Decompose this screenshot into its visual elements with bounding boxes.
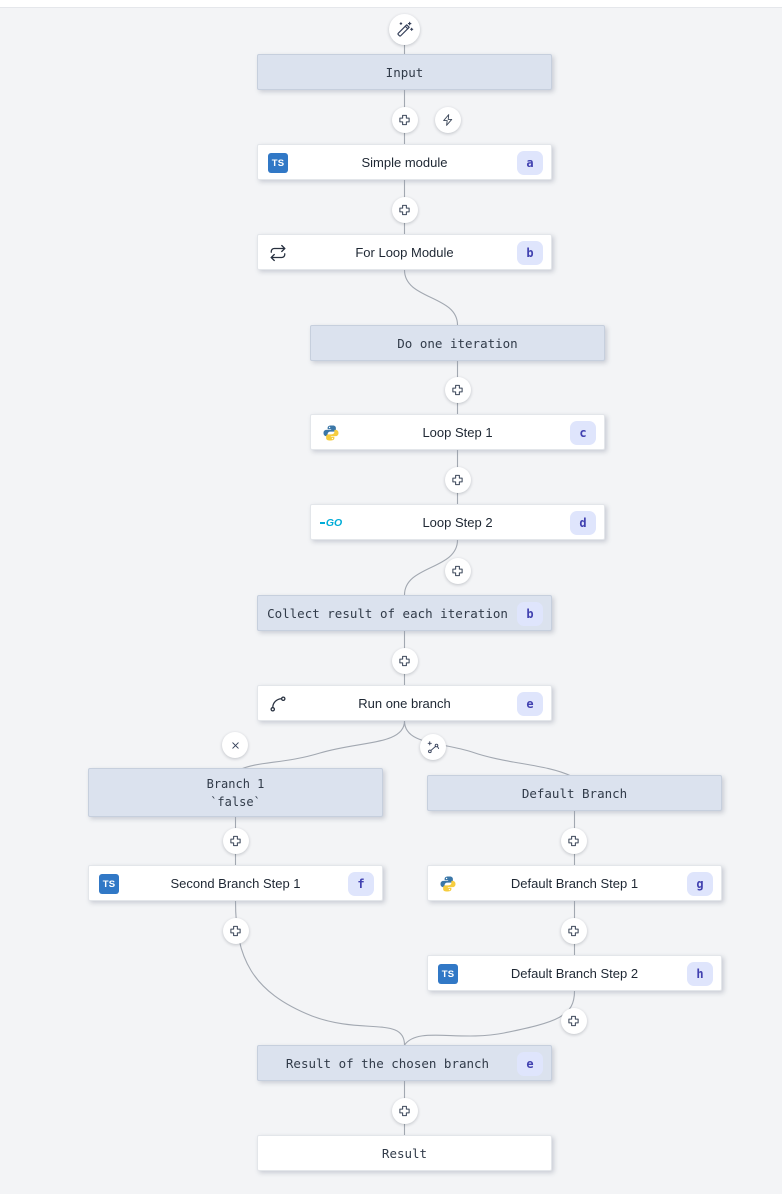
plus-icon <box>566 834 581 849</box>
add-step-button[interactable] <box>222 918 249 944</box>
connector-path <box>238 720 406 771</box>
connector-path <box>234 900 406 1046</box>
node-id-badge: a <box>517 151 543 175</box>
node-input[interactable]: Input <box>257 54 552 90</box>
close-icon <box>229 739 242 752</box>
plus-icon <box>450 564 465 579</box>
node-label: Loop Step 2 <box>422 514 493 530</box>
add-branch-button[interactable] <box>420 734 446 760</box>
node-id-badge: b <box>517 241 543 265</box>
typescript-icon: TS <box>99 874 119 894</box>
node-loop-step-1[interactable]: Loop Step 1 c <box>310 414 605 450</box>
node-result-of-chosen-branch[interactable]: Result of the chosen branch e <box>257 1045 552 1081</box>
zap-icon <box>441 113 455 127</box>
typescript-icon: TS <box>438 964 458 984</box>
go-label: GO <box>325 517 343 529</box>
add-step-button[interactable] <box>560 918 587 944</box>
branch-condition: `false` <box>210 794 261 809</box>
node-label: For Loop Module <box>355 244 454 260</box>
node-label: Simple module <box>361 154 448 170</box>
wand-sparkles-icon <box>395 20 414 39</box>
node-id-badge: f <box>348 872 374 896</box>
add-step-button[interactable] <box>444 558 471 584</box>
plus-icon <box>397 113 412 128</box>
add-step-button[interactable] <box>560 828 587 854</box>
plus-icon <box>228 924 243 939</box>
node-branch-1[interactable]: Branch 1 `false` <box>88 768 383 817</box>
connector-path <box>403 269 459 326</box>
add-step-button[interactable] <box>222 828 249 854</box>
node-id-badge: d <box>570 511 596 535</box>
remove-branch-button[interactable] <box>222 732 248 758</box>
node-label: Result of the chosen branch <box>285 1055 490 1071</box>
node-run-one-branch[interactable]: Run one branch e <box>257 685 552 721</box>
add-step-button[interactable] <box>391 648 418 674</box>
node-do-one-iteration[interactable]: Do one iteration <box>310 325 605 361</box>
node-simple-module[interactable]: TS Simple module a <box>257 144 552 180</box>
node-label: Default Branch Step 2 <box>510 965 639 981</box>
node-id-badge: h <box>687 962 713 986</box>
connector-path <box>404 990 576 1046</box>
node-default-branch-step-1[interactable]: Default Branch Step 1 g <box>427 865 722 901</box>
plus-icon <box>397 654 412 669</box>
trigger-button[interactable] <box>435 107 461 133</box>
node-label: Input <box>385 64 424 80</box>
python-icon <box>321 423 341 443</box>
plus-icon <box>228 834 243 849</box>
add-branch-icon <box>426 740 441 755</box>
plus-icon <box>397 1104 412 1119</box>
node-result[interactable]: Result <box>257 1135 552 1171</box>
node-second-branch-step-1[interactable]: TS Second Branch Step 1 f <box>88 865 383 901</box>
add-step-button[interactable] <box>444 377 471 403</box>
go-dash <box>319 522 325 524</box>
add-step-button[interactable] <box>444 467 471 493</box>
node-for-loop-module[interactable]: For Loop Module b <box>257 234 552 270</box>
node-loop-step-2[interactable]: GO Loop Step 2 d <box>310 504 605 540</box>
node-id-badge: e <box>517 692 543 716</box>
node-label: Loop Step 1 <box>422 424 493 440</box>
plus-icon <box>450 473 465 488</box>
node-label: Run one branch <box>358 695 451 711</box>
node-label: Branch 1 <box>206 776 265 791</box>
typescript-icon: TS <box>268 153 288 173</box>
add-step-button[interactable] <box>391 197 418 223</box>
add-step-button[interactable] <box>560 1008 587 1034</box>
plus-icon <box>566 1014 581 1029</box>
python-icon <box>438 874 458 894</box>
connector-path <box>403 720 572 777</box>
plus-icon <box>397 203 412 218</box>
node-default-branch-step-2[interactable]: TS Default Branch Step 2 h <box>427 955 722 991</box>
node-label: Second Branch Step 1 <box>170 875 301 891</box>
node-label: Do one iteration <box>397 335 518 351</box>
node-id-badge: g <box>687 872 713 896</box>
connector-path <box>403 539 459 596</box>
node-id-badge: c <box>570 421 596 445</box>
node-label: Collect result of each iteration <box>267 605 508 621</box>
node-id-badge: e <box>517 1052 543 1076</box>
node-label: Default Branch Step 1 <box>510 875 639 891</box>
window-top-bar <box>0 0 782 8</box>
plus-icon <box>450 383 465 398</box>
node-label: Result <box>381 1145 428 1161</box>
plus-icon <box>566 924 581 939</box>
node-label: Default Branch <box>521 785 628 801</box>
node-id-badge: b <box>517 602 543 626</box>
add-step-button[interactable] <box>391 107 418 133</box>
ai-flow-builder-button[interactable] <box>389 14 420 45</box>
go-icon: GO <box>319 513 343 533</box>
repeat-icon <box>268 243 288 263</box>
node-default-branch[interactable]: Default Branch <box>427 775 722 811</box>
node-collect-result[interactable]: Collect result of each iteration b <box>257 595 552 631</box>
branch-icon <box>268 694 288 714</box>
add-step-button[interactable] <box>391 1098 418 1124</box>
